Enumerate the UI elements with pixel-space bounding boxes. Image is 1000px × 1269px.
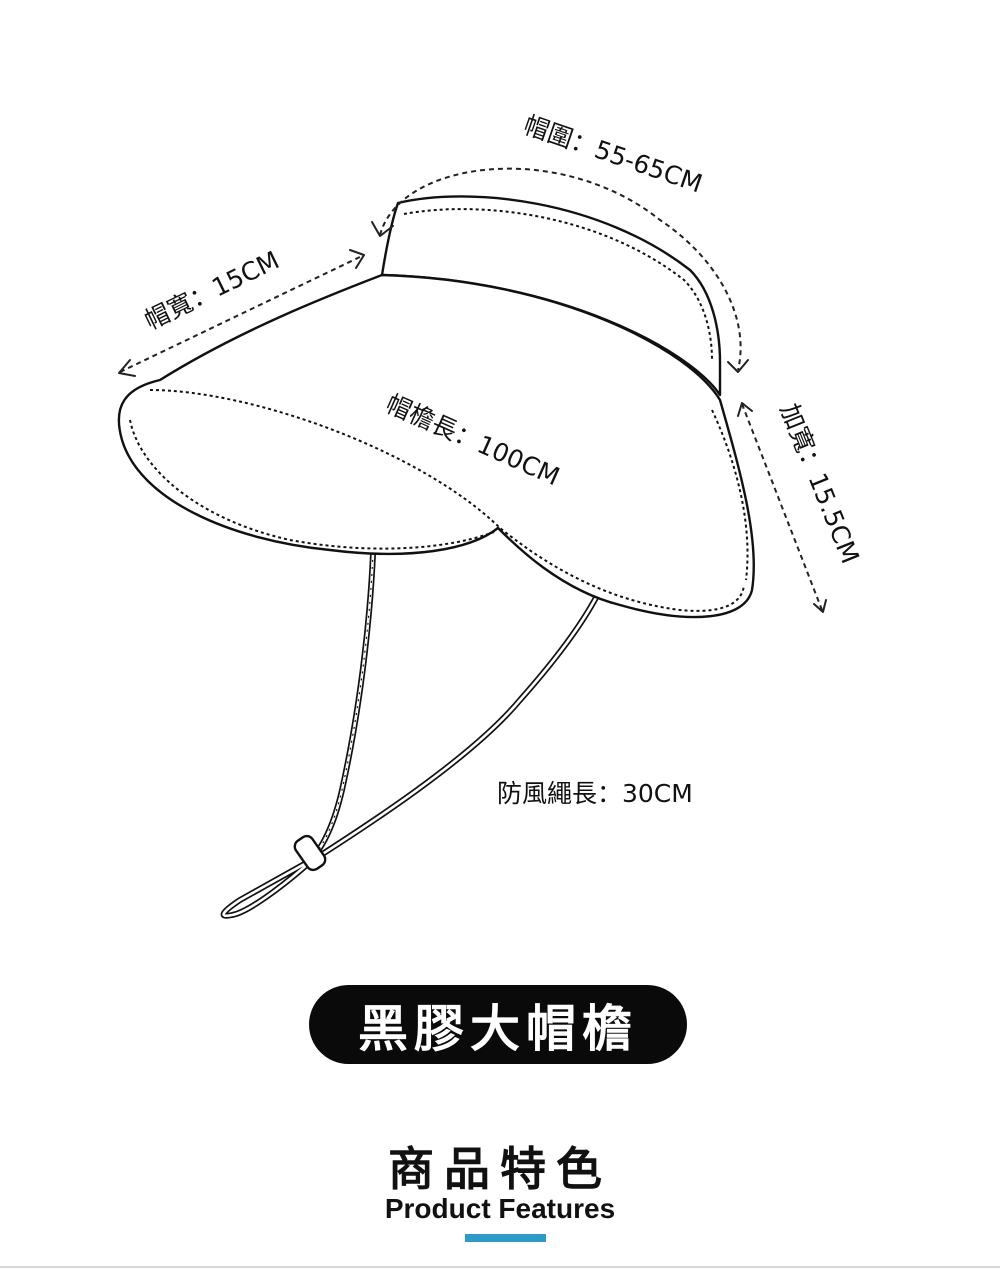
section-title: 商品特色 xyxy=(388,1142,612,1196)
accent-underline xyxy=(465,1234,546,1242)
wind-cord xyxy=(220,452,603,919)
black-coated-visor-badge: 黑膠大帽檐 xyxy=(309,985,687,1064)
crown-width-label: 帽寬：15CM xyxy=(140,245,284,335)
hat-size-diagram: 帽圍：55-65CM 帽寬：15CM 加寬：15.5CM 帽檐長：100CM 防… xyxy=(117,110,865,919)
extra-width-dimension: 加寬：15.5CM xyxy=(737,399,865,613)
cord-length-label: 防風繩長：30CM xyxy=(497,779,693,808)
cord-stopper xyxy=(293,834,327,872)
section-subtitle: Product Features xyxy=(384,1193,616,1224)
bottom-divider xyxy=(0,1266,1000,1268)
visor-brim xyxy=(117,273,755,619)
badge-text: 黑膠大帽檐 xyxy=(358,999,638,1058)
extra-width-label: 加寬：15.5CM xyxy=(774,399,864,567)
circumference-label: 帽圍：55-65CM xyxy=(520,110,706,198)
